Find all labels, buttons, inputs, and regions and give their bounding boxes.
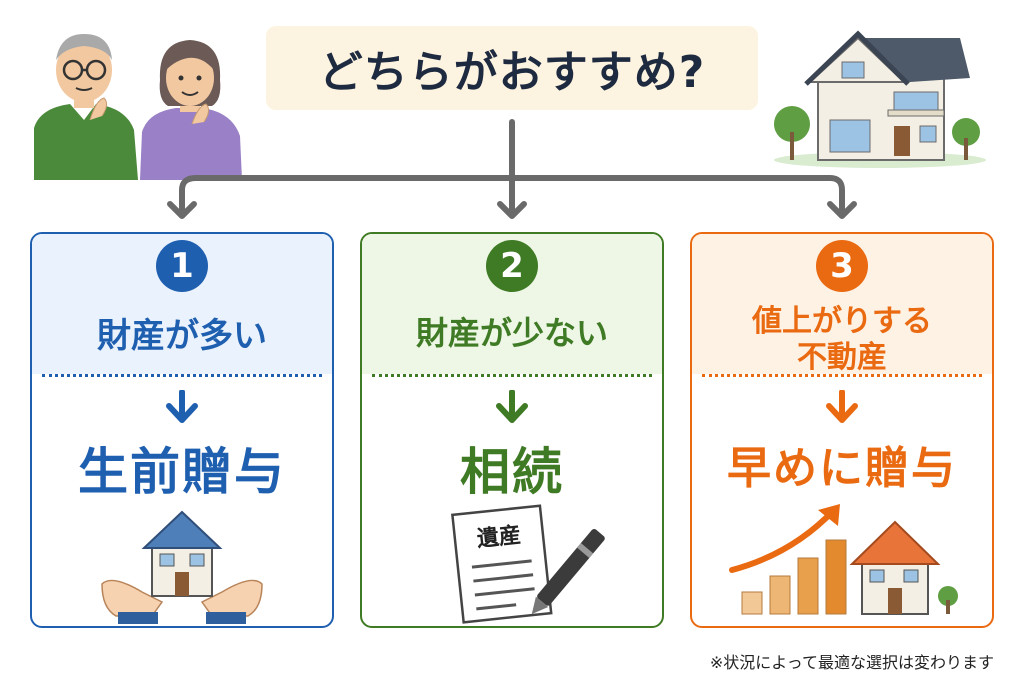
will-document-pen-icon: 遺産	[451, 504, 605, 624]
card-3-arrow-icon	[826, 390, 858, 423]
card-3-number: 3	[816, 240, 868, 292]
branch-connector	[167, 119, 857, 219]
rising-bars-house-icon	[729, 504, 958, 615]
card-1-condition: 財産が多い	[97, 316, 267, 356]
card-2: 2 財産が少ない 相続 遺産	[360, 232, 664, 628]
card-3-divider	[702, 374, 982, 377]
two-story-house-icon	[774, 30, 986, 168]
card-2-result: 相続	[460, 443, 564, 501]
footnote: ※状況によって最適な選択は変わります	[709, 653, 994, 672]
hands-holding-house-icon	[101, 510, 263, 624]
card-2-number: 2	[486, 240, 538, 292]
card-3: 3 値上がりする 不動産 早めに贈与	[690, 232, 994, 628]
title-box: どちらがおすすめ?	[266, 26, 758, 110]
card-3-condition-line1: 値上がりする	[752, 304, 932, 339]
elderly-couple-icon	[34, 34, 242, 180]
card-2-condition: 財産が少ない	[415, 314, 608, 352]
card-1-divider	[42, 374, 322, 377]
card-3-condition-line2: 不動産	[797, 340, 887, 375]
card-2-divider	[372, 374, 652, 377]
card-1-arrow-icon	[166, 390, 198, 423]
card-3-result: 早めに贈与	[727, 443, 957, 494]
card-1-result: 生前贈与	[78, 443, 286, 501]
card-1: 1 財産が多い 生前贈与	[30, 232, 334, 628]
will-document-label: 遺産	[476, 522, 522, 552]
page-title: どちらがおすすめ?	[318, 47, 706, 98]
card-2-arrow-icon	[496, 390, 528, 423]
card-1-number: 1	[156, 240, 208, 292]
